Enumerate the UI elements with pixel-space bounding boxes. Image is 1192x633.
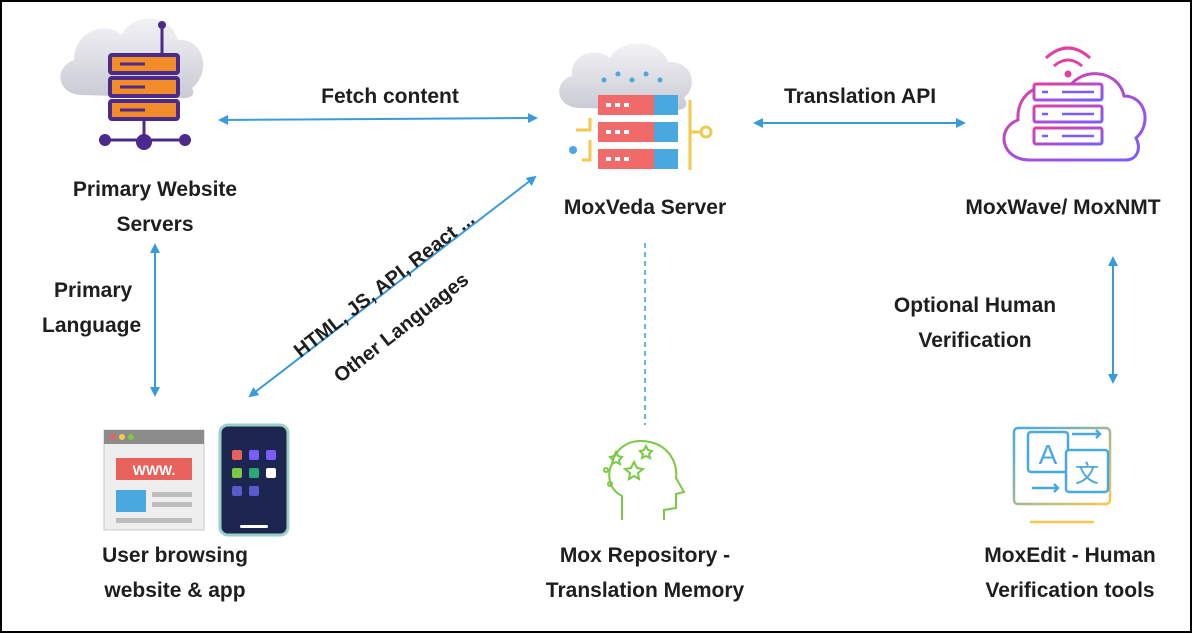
edge-label-primary-language: Primary Language — [42, 273, 141, 343]
node-label-line: MoxEdit - Human — [984, 544, 1156, 567]
translation-editor-icon: A 文 — [1012, 426, 1112, 524]
arrow-fetch-content — [218, 113, 538, 125]
server-cloud-icon — [60, 18, 204, 150]
node-primary-website-servers: Primary Website Servers — [40, 172, 270, 242]
node-label-line: User browsing — [102, 544, 248, 567]
edge-label-line: Verification — [918, 329, 1032, 352]
node-label: MoxVeda Server — [563, 196, 727, 219]
node-label-line: Verification tools — [985, 579, 1155, 602]
node-label-line: website & app — [104, 579, 246, 602]
browser-url-text: WWW. — [133, 462, 176, 478]
arrow-other-languages — [248, 175, 537, 398]
node-user-browsing: User browsing website & app — [60, 538, 290, 608]
browser-window-icon: WWW. — [103, 429, 205, 531]
svg-text:A: A — [1039, 439, 1058, 470]
node-label-line: Mox Repository - — [559, 544, 731, 567]
edge-label-human-verification: Optional Human Verification — [860, 288, 1090, 358]
moxveda-server-icon — [559, 43, 713, 170]
edge-label-translation-api: Translation API — [783, 85, 937, 108]
moxwave-server-icon — [1002, 46, 1147, 162]
node-label-line: Primary Website — [72, 178, 238, 201]
node-label-line: Translation Memory — [545, 579, 745, 602]
edge-label-line: Primary — [54, 279, 133, 302]
smartphone-icon — [218, 423, 290, 537]
node-label-line: Servers — [116, 213, 194, 236]
node-label: MoxWave/ MoxNMT — [965, 196, 1161, 219]
node-moxedit: MoxEdit - Human Verification tools — [955, 538, 1185, 608]
edge-label-fetch-content: Fetch content — [321, 85, 459, 108]
node-moxwave: MoxWave/ MoxNMT — [948, 190, 1178, 225]
node-mox-repository: Mox Repository - Translation Memory — [520, 538, 770, 608]
edge-label-line: Language — [42, 314, 142, 337]
brain-memory-icon — [603, 440, 686, 520]
node-moxveda-server: MoxVeda Server — [530, 190, 760, 225]
svg-text:文: 文 — [1075, 460, 1099, 488]
edge-label-line: Optional Human — [893, 294, 1057, 317]
